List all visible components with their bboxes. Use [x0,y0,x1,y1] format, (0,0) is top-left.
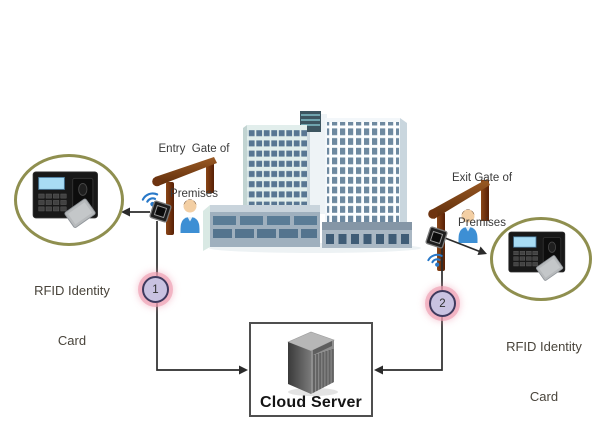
exit-gate-label-line2: Premises [458,216,506,229]
rfid-card-label-left: RFID Identity Card [12,250,132,383]
person-icon [180,199,200,233]
step-badge-2: 2 [429,290,456,317]
rfid-card-label-left-line1: RFID Identity [34,283,110,299]
entry-gate-label: Entry Gate of Premises [134,113,254,231]
office-building-icon [203,111,421,253]
rfid-card-label-left-line2: Card [57,333,87,349]
wifi-icon [141,192,159,207]
rfid-card-label-right: RFID Identity Card [484,306,600,424]
wifi-icon [427,253,443,267]
step-badge-1: 1 [142,276,169,303]
exit-gate-label-line1: Exit Gate of [451,172,513,185]
rfid-reader-icon [425,226,448,249]
rfid-card-label-right-line2: Card [529,389,559,405]
exit-gate-label: Exit Gate of Premises [422,142,542,260]
step-badge-1-number: 1 [152,283,159,296]
rfid-card-terminal-icon [32,171,98,228]
step-badge-2-number: 2 [439,297,446,310]
rfid-reader-icon [149,200,172,223]
cloud-server-box: Cloud Server [249,322,373,417]
entry-gate-label-line2: Premises [170,187,218,200]
entry-gate-label-line1: Entry Gate of [158,143,230,156]
rfid-card-terminal-icon [508,231,566,281]
cloud-server-label: Cloud Server [260,394,362,411]
server-tower-icon [287,331,338,396]
rfid-card-label-right-line1: RFID Identity [506,339,582,355]
